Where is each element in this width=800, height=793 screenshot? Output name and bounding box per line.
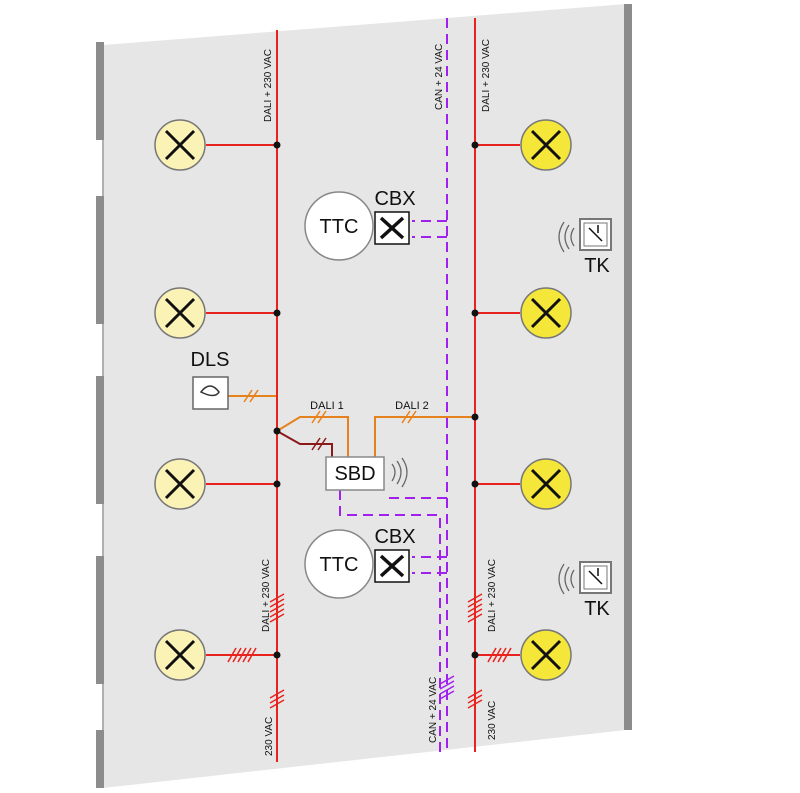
lamp-x-icon	[520, 287, 572, 339]
cbx-bottom-device: CBX	[374, 526, 416, 583]
lamp-x-icon	[520, 629, 572, 681]
cbx-top-device: CBX	[374, 188, 416, 245]
cbx-top-label: CBX	[374, 188, 415, 210]
dali-wiring	[228, 395, 475, 457]
ttc-top-device: TTC	[304, 191, 374, 261]
can-bus	[339, 18, 448, 752]
tk-top-device: TK	[558, 218, 612, 277]
junction-nodes	[273, 141, 479, 659]
cbx-bottom-label: CBX	[374, 526, 415, 548]
lamp-x-icon	[520, 458, 572, 510]
tk-switch-icon	[588, 568, 603, 585]
ttc-bottom-device: TTC	[304, 529, 374, 599]
room-floor	[103, 4, 626, 788]
right-wall	[624, 4, 632, 730]
bus-label-dali-230-top-left: DALI + 230 VAC	[263, 49, 274, 122]
bus-label-230-bottom-left: 230 VAC	[264, 717, 275, 756]
power-lines	[206, 18, 520, 762]
lamp-x-icon	[154, 629, 206, 681]
wireless-waves-icon	[558, 563, 575, 595]
bus-label-230-bottom-right: 230 VAC	[487, 701, 498, 740]
bus-label-dali-230-top-right: DALI + 230 VAC	[481, 39, 492, 112]
ttc-top-label: TTC	[320, 216, 359, 238]
dls-device: DLS	[191, 349, 230, 410]
cbx-x-icon	[379, 216, 405, 240]
tk-switch-icon	[588, 225, 603, 242]
sbd-device: SBD	[325, 456, 408, 491]
wireless-waves-icon	[558, 221, 575, 253]
lamp-x-icon	[154, 458, 206, 510]
lamp-x-icon	[520, 119, 572, 171]
ttc-bottom-label: TTC	[320, 554, 359, 576]
bus-label-dali-230-bottom-left: DALI + 230 VAC	[261, 559, 272, 632]
wire-hash-marks	[227, 389, 512, 709]
dls-label: DLS	[191, 349, 230, 371]
sbd-label: SBD	[334, 463, 375, 485]
tk-bottom-device: TK	[558, 561, 612, 620]
bus-label-can-24-top: CAN + 24 VAC	[434, 44, 445, 110]
lamp-x-icon	[154, 119, 206, 171]
dali-1-label: DALI 1	[310, 400, 344, 412]
bus-label-dali-230-bottom-right: DALI + 230 VAC	[487, 559, 498, 632]
left-wall	[96, 42, 104, 788]
dls-sensor-icon	[199, 385, 220, 397]
wireless-waves-icon	[391, 457, 408, 488]
dali-2-label: DALI 2	[395, 400, 429, 412]
lamp-x-icon	[154, 287, 206, 339]
bus-label-can-24-bottom: CAN + 24 VAC	[428, 677, 439, 743]
cbx-x-icon	[379, 554, 405, 578]
tk-bottom-label: TK	[584, 598, 610, 620]
tk-top-label: TK	[584, 255, 610, 277]
